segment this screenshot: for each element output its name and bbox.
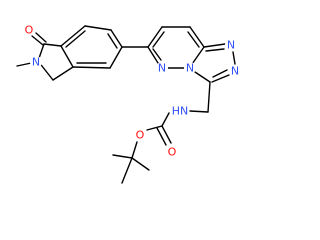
bond-c6p-c5p-inner: [152, 31, 165, 48]
bond-c1-c7a: [43, 43, 62, 47]
bond-triazole-n1-n2: [232, 51, 236, 65]
carbamate-carbonyl-oxygen-atom: O: [166, 146, 178, 159]
bonds: [16, 25, 236, 184]
triazole-nitrogen-1-label: N: [227, 39, 235, 52]
bond-c7a-c7: [60, 25, 86, 47]
bond-carbamate-c-o-double-a: [161, 125, 172, 144]
bond-c1-o-double-b: [35, 32, 47, 43]
bond-triazole-n2-c3: [211, 74, 230, 83]
bond-tbu-methyl-3: [131, 157, 150, 171]
bridge-nitrogen-label: N: [186, 62, 194, 75]
bridge-nitrogen-atom: N: [184, 62, 196, 75]
bond-c7a-c3a: [60, 45, 74, 68]
bond-nh-carbamate-c: [161, 112, 170, 127]
bond-o-ester-c-quaternary: [131, 141, 138, 159]
bond-c8a-triazole-n1: [203, 43, 226, 48]
carbamate-nh-atom: HN: [171, 104, 189, 118]
bond-c7-c6: [84, 25, 112, 31]
bond-pyridazine-n-c6p-inner: [152, 48, 162, 61]
carbamate-ester-oxygen-label: O: [136, 129, 145, 142]
bond-c4-c3a: [72, 66, 111, 69]
bond-triazole-n2-c3-inner: [212, 69, 228, 78]
bond-c6-c5: [110, 29, 123, 48]
bond-c8a-triazole-n1-inner: [205, 48, 225, 52]
bond-pyridazine-n-c6p: [147, 46, 159, 64]
bond-ch2-c3a: [52, 66, 74, 81]
carbonyl-oxygen-label: O: [25, 24, 34, 37]
bond-c1-o-double-a: [31, 35, 44, 46]
bond-c4p-c8a-inner: [187, 31, 200, 48]
bond-triazole-c3-bridge-n: [194, 71, 211, 83]
pyridazine-nitrogen-atom: N: [156, 62, 168, 75]
carbonyl-oxygen-atom: O: [23, 24, 35, 37]
carbamate-carbonyl-oxygen-label: O: [168, 146, 177, 159]
bond-tbu-methyl-2: [112, 154, 133, 159]
bond-tbu-methyl-1: [121, 157, 133, 184]
bond-c7a-c7-inner: [65, 30, 86, 48]
carbamate-ester-oxygen-atom: O: [134, 129, 146, 142]
bond-ch2-nh: [189, 110, 209, 113]
triazole-nitrogen-2-label: N: [231, 65, 239, 78]
molecule-structure: O N N N N N HN O: [16, 24, 241, 184]
bond-c5-c4: [109, 46, 123, 69]
carbamate-nh-label: HN: [172, 105, 189, 118]
triazole-nitrogen-1-atom: N: [225, 39, 237, 52]
bond-carbamate-c-o-double-b: [156, 127, 167, 146]
bond-carbamate-c-o-ester: [146, 125, 163, 131]
triazole-nitrogen-2-atom: N: [229, 65, 241, 78]
pyridazine-nitrogen-label: N: [158, 62, 166, 75]
bond-c6p-c5p: [147, 26, 163, 48]
atom-labels: O N N N N N HN O: [23, 24, 241, 159]
bond-c4p-c8a: [189, 26, 205, 48]
bond-triazole-c3-ch2: [207, 81, 211, 113]
bond-c6-c5-inner: [107, 33, 118, 49]
lactam-nitrogen-label: N: [32, 56, 40, 69]
lactam-nitrogen-atom: N: [30, 56, 42, 69]
